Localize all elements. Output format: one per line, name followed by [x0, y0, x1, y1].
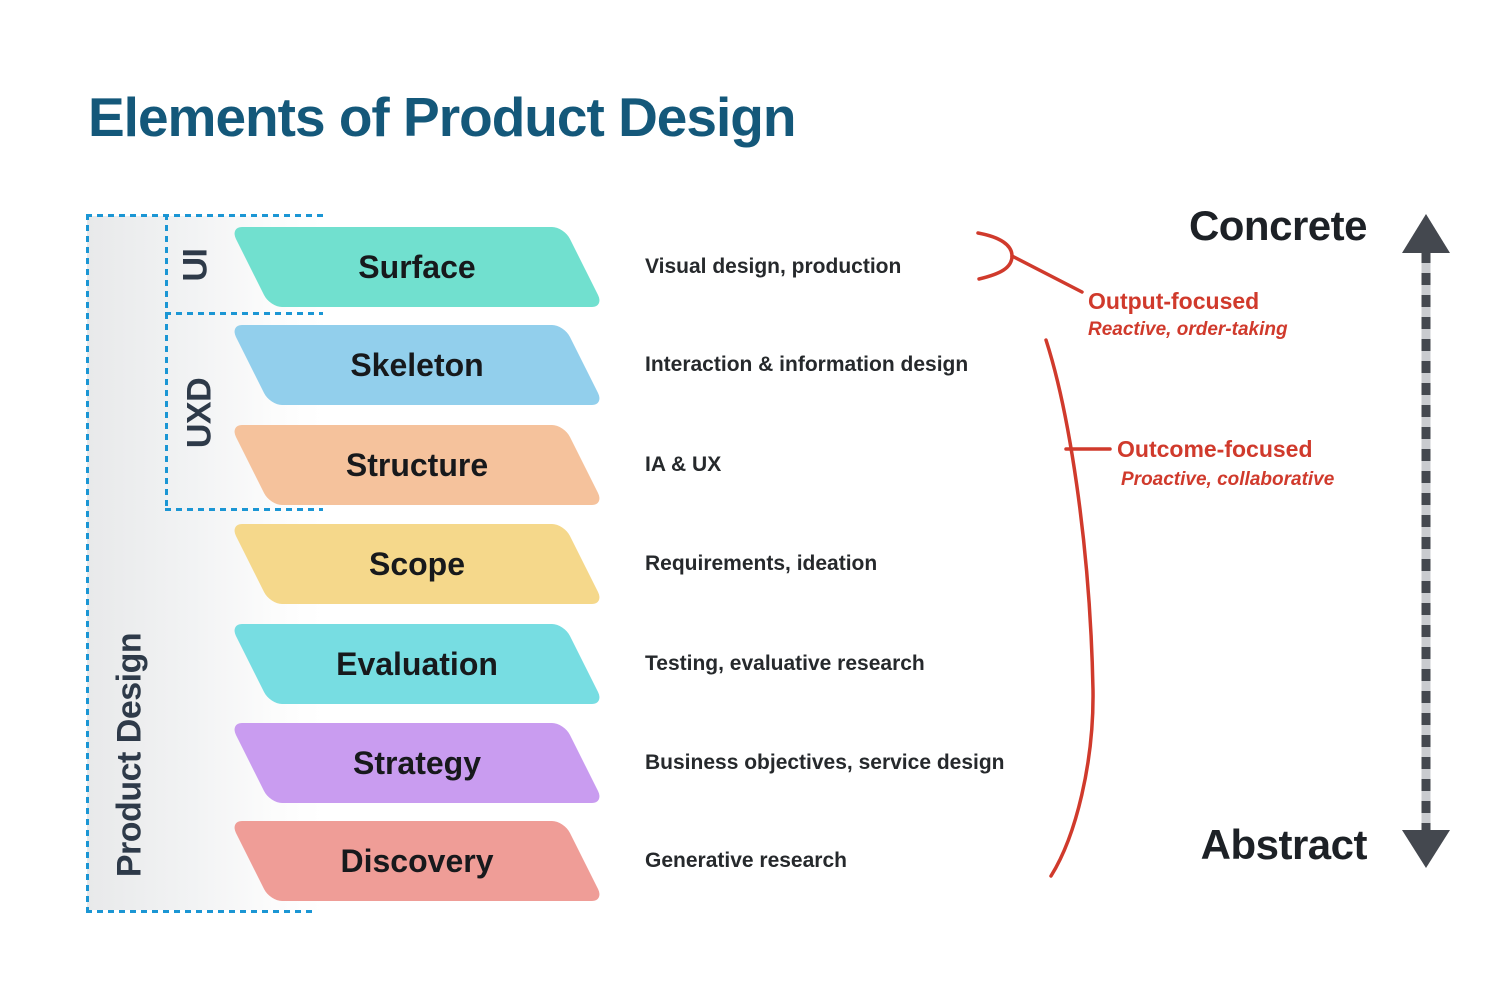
axis-label-concrete: Concrete: [1188, 202, 1368, 249]
discovery-description: Generative research: [645, 849, 847, 872]
surface-label: Surface: [358, 248, 476, 285]
layer-shape-evaluation: Evaluation: [229, 624, 605, 704]
output-focused-label: Output-focused: [1088, 288, 1260, 314]
layer-shape-surface: Surface: [229, 227, 605, 307]
group-label-uxd: UXD: [180, 377, 219, 449]
layer-shape-discovery: Discovery: [229, 821, 605, 901]
evaluation-description: Testing, evaluative research: [645, 652, 925, 675]
strategy-description: Business objectives, service design: [645, 751, 1005, 774]
ui-frame-bottom: [165, 312, 323, 315]
group-label-ui: UI: [176, 248, 215, 282]
layer-shape-structure: Structure: [229, 425, 605, 505]
evaluation-label: Evaluation: [336, 645, 498, 682]
uxd-frame-bottom: [165, 508, 323, 511]
strategy-label: Strategy: [352, 744, 482, 781]
layer-shape-skeleton: Skeleton: [229, 325, 605, 405]
product-design-frame-bottom: [86, 910, 312, 913]
group-label-product-design: Product Design: [110, 632, 149, 878]
outcome-focused-label: Outcome-focused: [1117, 436, 1313, 462]
page-title: Elements of Product Design: [88, 86, 796, 148]
skeleton-description: Interaction & information design: [645, 353, 969, 376]
scope-description: Requirements, ideation: [645, 552, 878, 575]
axis-label-abstract: Abstract: [1200, 821, 1368, 868]
outcome-focused-subtext: Proactive, collaborative: [1121, 469, 1335, 490]
layer-shape-scope: Scope: [229, 524, 605, 604]
product-design-frame-top: [86, 214, 323, 217]
arrow-up-head-icon: [1402, 214, 1450, 253]
arrow-down-head-icon: [1402, 830, 1450, 868]
layer-shape-strategy: Strategy: [229, 723, 605, 803]
structure-label: Structure: [345, 446, 489, 483]
product-design-frame-left: [86, 214, 89, 912]
scope-label: Scope: [368, 545, 466, 582]
skeleton-label: Skeleton: [350, 346, 484, 383]
output-focused-subtext: Reactive, order-taking: [1088, 319, 1288, 340]
surface-description: Visual design, production: [645, 255, 902, 278]
discovery-label: Discovery: [340, 842, 494, 879]
ui-uxd-frame-left: [165, 214, 168, 510]
structure-description: IA & UX: [645, 453, 722, 476]
